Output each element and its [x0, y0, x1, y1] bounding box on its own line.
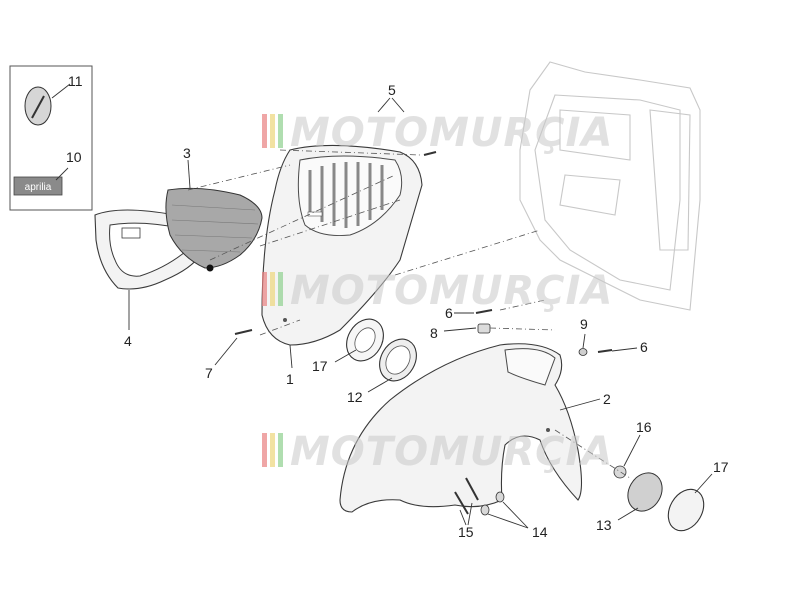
- watermark-text: MOTOMURÇIA: [290, 429, 613, 475]
- assembly-lines: [187, 149, 631, 479]
- inset-box: aprilia 11 10: [9, 65, 93, 211]
- part-17-lens-right: [667, 488, 705, 532]
- aprilia-badge: aprilia: [13, 176, 63, 196]
- chassis-frame-outline: [519, 61, 701, 311]
- callout-3: 3: [183, 145, 191, 161]
- callout-6-top: 6: [445, 305, 453, 321]
- callout-7: 7: [205, 365, 213, 381]
- callout-13: 13: [596, 517, 612, 533]
- callout-4: 4: [124, 333, 132, 349]
- callout-8: 8: [430, 325, 438, 341]
- callout-5: 5: [388, 82, 396, 98]
- part-5-screw: [423, 151, 437, 156]
- part-8-grommet: [477, 323, 491, 334]
- leader-lines: [128, 97, 713, 529]
- callout-2: 2: [603, 391, 611, 407]
- callout-9: 9: [580, 316, 588, 332]
- part-6-screw-top: [475, 309, 493, 314]
- cap-knob-icon: [24, 86, 52, 126]
- callout-16: 16: [636, 419, 652, 435]
- watermark-text: MOTOMURÇIA: [290, 110, 613, 156]
- part-13-lamp-body: [627, 472, 663, 512]
- callout-10: 10: [66, 149, 82, 165]
- part-1-front-shield: [261, 144, 423, 346]
- part-3-grille-insert: [165, 187, 263, 272]
- aprilia-badge-label: aprilia: [25, 182, 52, 193]
- watermark-top: MOTOMURÇIA: [262, 110, 613, 156]
- callout-17-right: 17: [713, 459, 729, 475]
- callout-labels: 5 3 4 7 1 17 12 6 8 9 6 2 16 17 13 15 14: [124, 82, 729, 540]
- callout-17-left: 17: [312, 358, 328, 374]
- callout-12: 12: [347, 389, 363, 405]
- callout-6-right: 6: [640, 339, 648, 355]
- callout-14: 14: [532, 524, 548, 540]
- part-15-bolts: [454, 477, 479, 515]
- watermark-bottom: MOTOMURÇIA: [262, 429, 613, 475]
- part-7-screw: [234, 329, 253, 335]
- watermark-middle: MOTOMURÇIA: [262, 268, 613, 314]
- callout-1: 1: [286, 371, 294, 387]
- watermark-text: MOTOMURÇIA: [290, 268, 613, 314]
- part-16-nut: [613, 465, 627, 479]
- part-9-nut: [578, 348, 588, 356]
- part-14-washers: [480, 491, 505, 516]
- part-6-screw-right: [597, 349, 613, 353]
- callout-15: 15: [458, 524, 474, 540]
- callout-11: 11: [68, 73, 83, 89]
- part-2-mudguard: [339, 343, 583, 513]
- part-12-lamp-ring: [379, 338, 417, 382]
